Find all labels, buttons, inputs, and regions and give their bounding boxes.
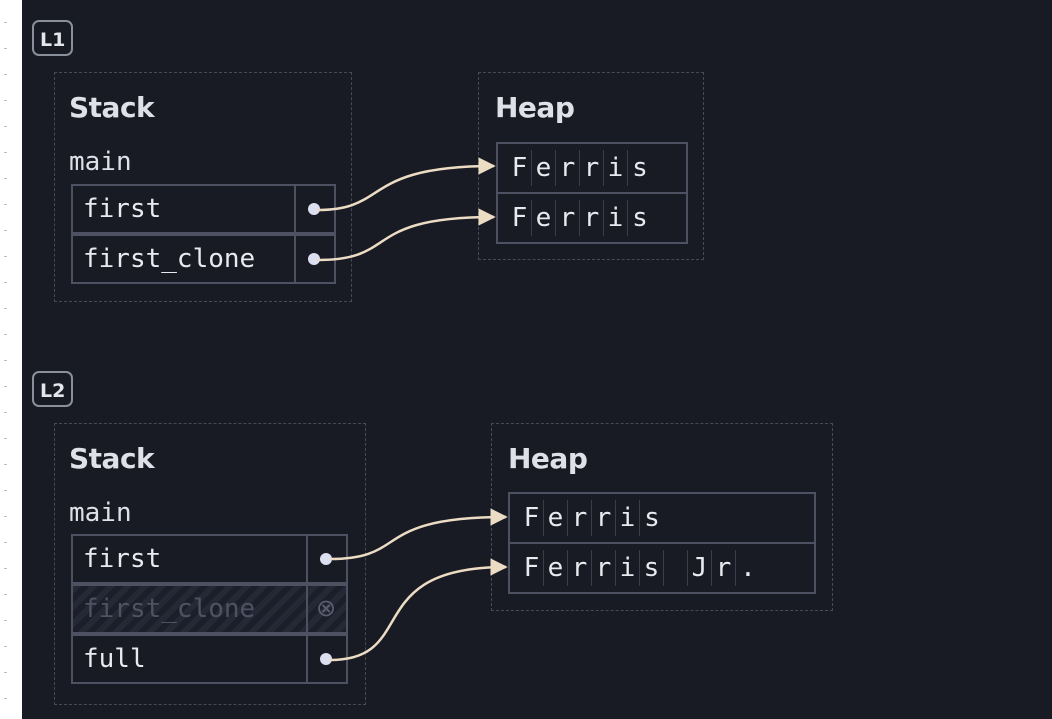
heap-title: Heap bbox=[495, 91, 575, 124]
panel-label-l2: L2 bbox=[32, 371, 74, 407]
heap-char-cell: i bbox=[616, 550, 640, 586]
heap-char-cell: r bbox=[592, 550, 616, 586]
heap-char-cell: e bbox=[544, 500, 568, 536]
page-margin bbox=[0, 0, 22, 719]
dropped-pointer-icon: ⊗ bbox=[315, 594, 337, 622]
stack-title: Stack bbox=[69, 91, 155, 124]
heap-char-cell: F bbox=[520, 550, 544, 586]
stack-var-full: full bbox=[71, 634, 348, 684]
heap-frame-l1: Heap bbox=[478, 72, 704, 260]
heap-char-cell: F bbox=[508, 150, 532, 186]
heap-char-cell: r bbox=[712, 550, 736, 586]
heap-char-cell: i bbox=[604, 150, 628, 186]
pointer-dot-icon bbox=[320, 553, 332, 565]
stack-frame-l2: Stack main bbox=[54, 423, 366, 705]
pointer-slot bbox=[306, 636, 346, 682]
heap-char-cell bbox=[664, 550, 688, 586]
heap-char-cell: i bbox=[616, 500, 640, 536]
heap-char-cell: r bbox=[592, 500, 616, 536]
stack-var-first-clone: first_clone bbox=[71, 234, 336, 284]
pointer-slot: ⊗ bbox=[306, 586, 346, 632]
heap-char-cell: r bbox=[556, 150, 580, 186]
heap-char-cell: s bbox=[632, 203, 648, 233]
stack-var-first: first bbox=[71, 184, 336, 234]
heap-char-cell: e bbox=[532, 150, 556, 186]
heap-char-cell: e bbox=[544, 550, 568, 586]
heap-char-cell: r bbox=[580, 200, 604, 236]
heap-title: Heap bbox=[508, 442, 588, 475]
pointer-dot-icon bbox=[308, 203, 320, 215]
var-name: first_clone bbox=[83, 594, 256, 624]
heap-char-cell: . bbox=[740, 553, 756, 583]
heap-char-cell: s bbox=[640, 550, 664, 586]
var-name: first_clone bbox=[83, 244, 256, 274]
heap-char-cell: J bbox=[688, 550, 712, 586]
pointer-dot-icon bbox=[308, 253, 320, 265]
panel-label-l1: L1 bbox=[32, 20, 74, 56]
heap-char-cell: r bbox=[580, 150, 604, 186]
heap-char-cell: s bbox=[644, 503, 660, 533]
var-name: full bbox=[83, 644, 146, 674]
stack-var-first-clone-moved: first_clone ⊗ bbox=[71, 584, 348, 634]
var-name: first bbox=[83, 194, 162, 224]
pointer-slot bbox=[306, 536, 346, 582]
stack-title: Stack bbox=[69, 442, 155, 475]
function-name: main bbox=[69, 147, 132, 177]
heap-char-cell: F bbox=[508, 200, 532, 236]
stack-var-first: first bbox=[71, 534, 348, 584]
heap-char-cell: i bbox=[604, 200, 628, 236]
heap-char-cell: s bbox=[632, 153, 648, 183]
var-name: first bbox=[83, 544, 162, 574]
pointer-slot bbox=[294, 236, 334, 282]
stack-frame-l1: Stack main bbox=[54, 72, 352, 302]
function-name: main bbox=[69, 498, 132, 528]
heap-char-cell: r bbox=[568, 550, 592, 586]
heap-char-cell: r bbox=[568, 500, 592, 536]
heap-char-cell: r bbox=[556, 200, 580, 236]
heap-char-cell: e bbox=[532, 200, 556, 236]
heap-char-cell: F bbox=[520, 500, 544, 536]
pointer-slot bbox=[294, 186, 334, 232]
pointer-dot-icon bbox=[320, 653, 332, 665]
